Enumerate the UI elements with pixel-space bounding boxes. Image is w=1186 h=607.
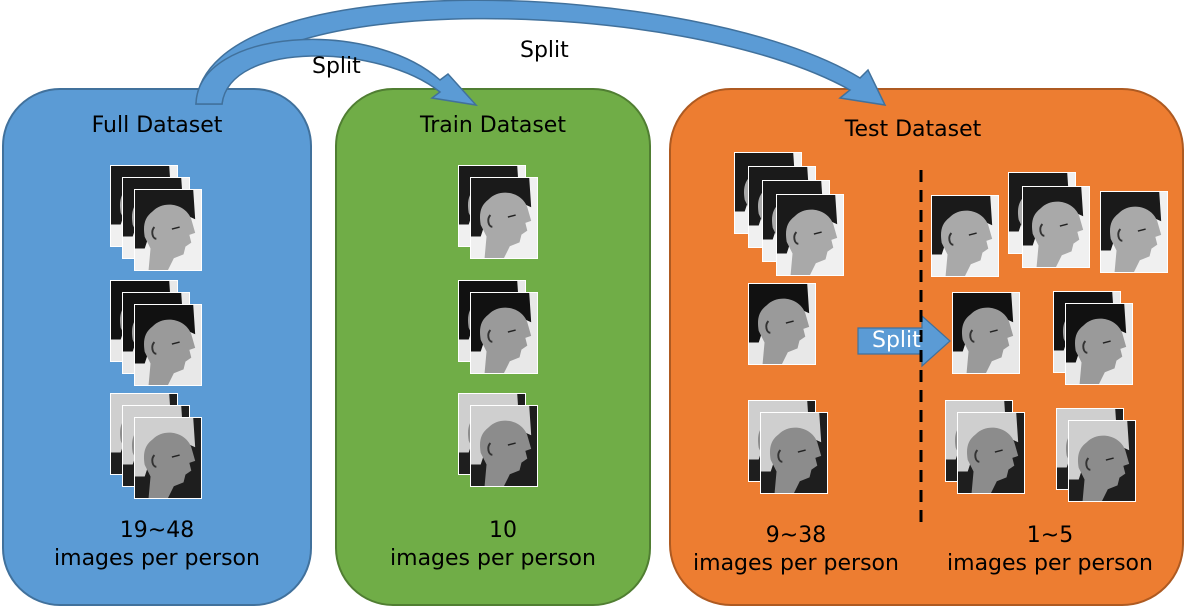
face-photo <box>470 292 538 374</box>
face-photo <box>470 177 538 259</box>
full-dataset-title: Full Dataset <box>91 113 223 138</box>
face-photo <box>1100 191 1168 273</box>
arrow-to-train-icon <box>195 38 478 107</box>
face-photo <box>748 283 816 365</box>
test-right-unit: images per person <box>947 551 1153 576</box>
test-left-count: 9~38 <box>765 523 827 548</box>
face-photo <box>776 194 844 276</box>
train-count: 10 <box>489 518 517 543</box>
test-dataset-title: Test Dataset <box>844 117 982 142</box>
train-dataset-caption: 10 images per person <box>335 517 675 573</box>
face-photo <box>1022 186 1090 268</box>
face-photo <box>134 189 202 271</box>
face-photo <box>134 304 202 386</box>
split-label-train: Split <box>312 54 361 79</box>
split-label-inner: Split <box>872 328 921 353</box>
inner-split-arrow-icon <box>857 314 951 368</box>
full-dataset-caption: 19~48 images per person <box>2 517 312 573</box>
face-photo <box>134 417 202 499</box>
face-photo <box>1065 303 1133 385</box>
train-dataset-title: Train Dataset <box>420 113 566 138</box>
test-left-unit: images per person <box>693 551 899 576</box>
face-photo <box>952 292 1020 374</box>
full-unit: images per person <box>54 546 260 571</box>
split-label-test: Split <box>520 38 569 63</box>
test-right-caption: 1~5 images per person <box>930 522 1170 578</box>
test-right-count: 1~5 <box>1026 523 1074 548</box>
face-photo <box>760 412 828 494</box>
arrow-to-test-icon <box>195 0 887 106</box>
full-count: 19~48 <box>119 518 195 543</box>
train-unit: images per person <box>390 546 596 571</box>
face-photo <box>957 412 1025 494</box>
face-photo <box>931 195 999 277</box>
face-photo <box>470 405 538 487</box>
face-photo <box>1068 420 1136 502</box>
test-left-caption: 9~38 images per person <box>676 522 916 578</box>
